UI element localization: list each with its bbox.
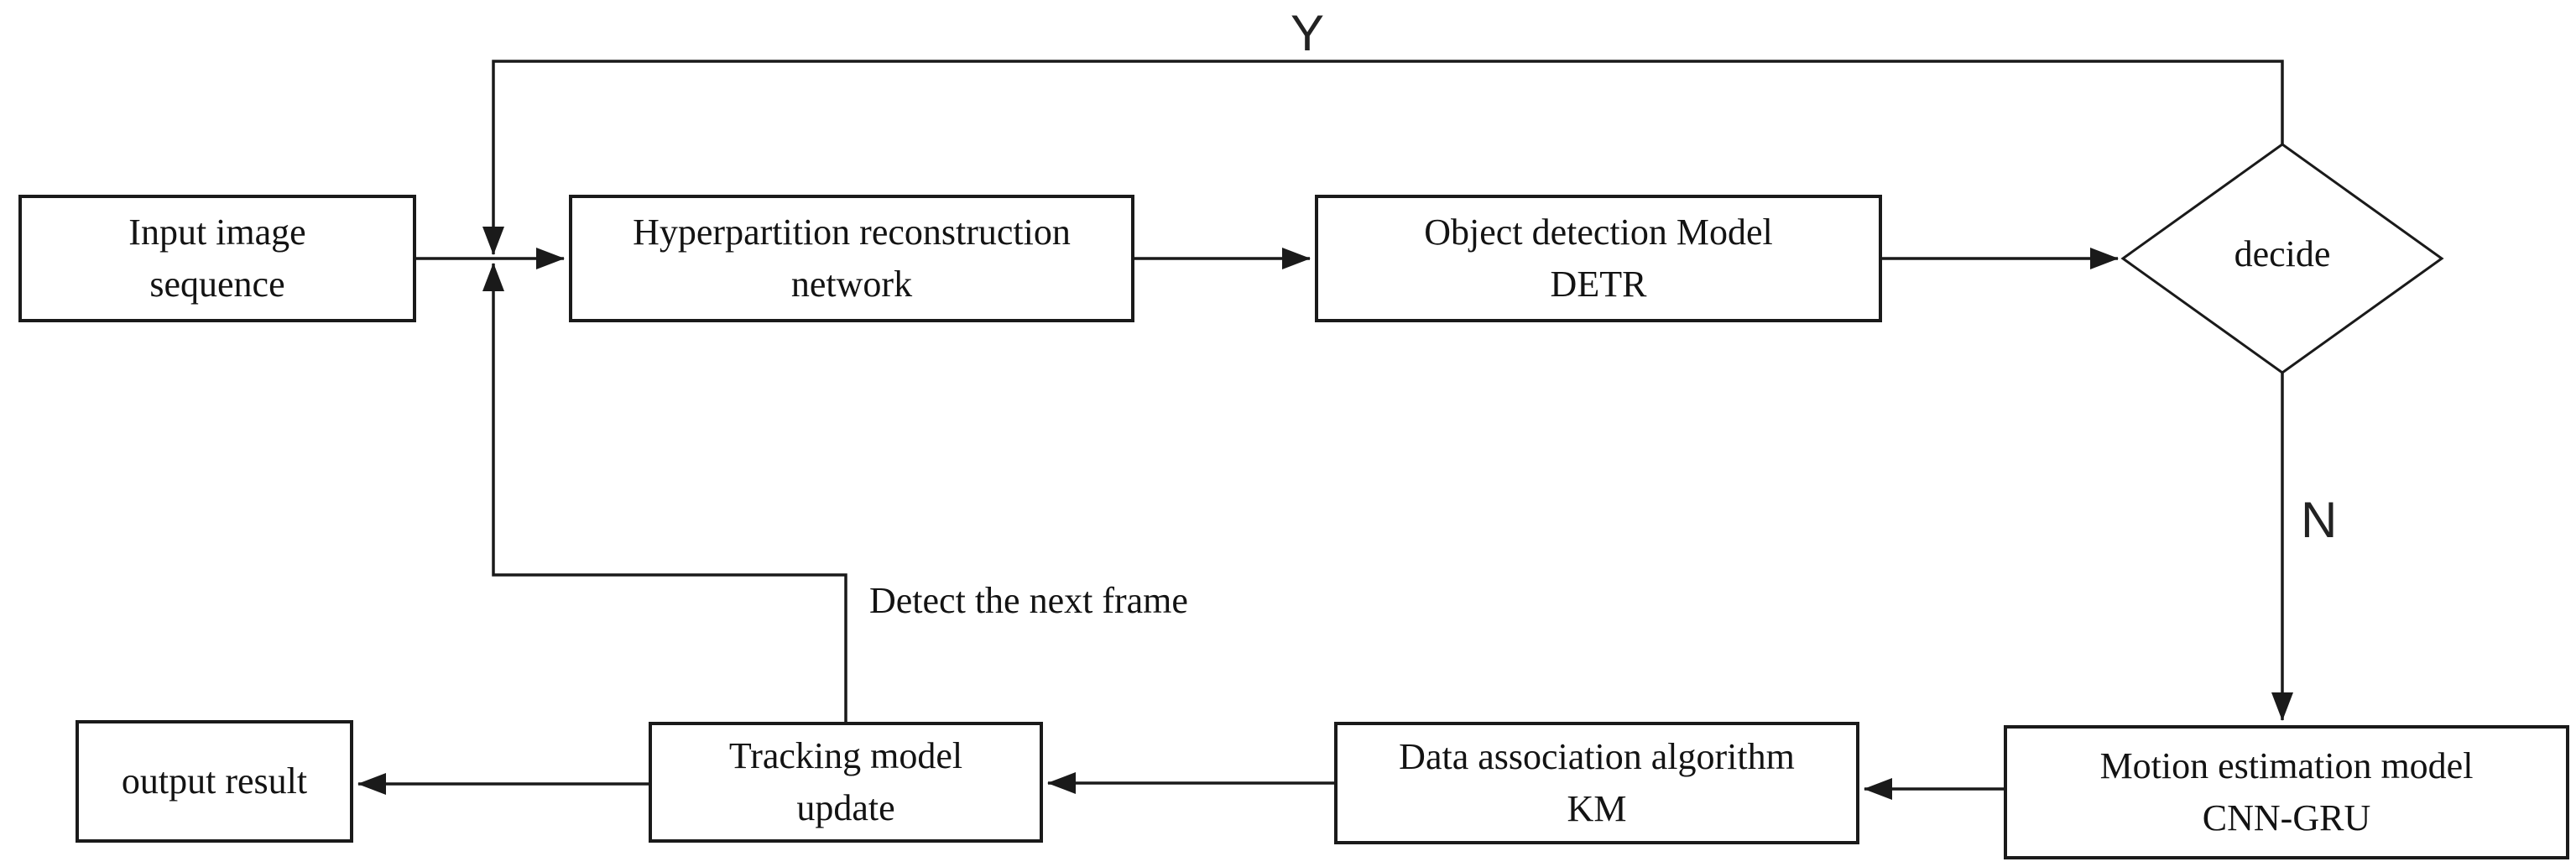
decide-diamond-shape — [2120, 143, 2444, 374]
label-decision-yes: Y — [1291, 5, 1325, 61]
node-output-result: output result — [76, 720, 353, 843]
label-decision-no: N — [2301, 492, 2338, 548]
node-motion-estimation-cnn-gru: Motion estimation model CNN-GRU — [2004, 725, 2569, 859]
edge-decide-yes-feedback — [482, 60, 2284, 255]
node-hyperpartition-network: Hyperpartition reconstruction network — [569, 195, 1134, 322]
edge-detect-next-frame-feedback — [482, 263, 847, 722]
node-object-detection-detr: Object detection Model DETR — [1315, 195, 1882, 322]
label-detect-next-frame: Detect the next frame — [869, 580, 1188, 621]
node-tracking-model-update: Tracking model update — [649, 722, 1043, 843]
node-input-image-sequence: Input image sequence — [18, 195, 416, 322]
node-data-association-km: Data association algorithm KM — [1334, 722, 1859, 844]
node-decide-label: decide — [2234, 233, 2331, 274]
